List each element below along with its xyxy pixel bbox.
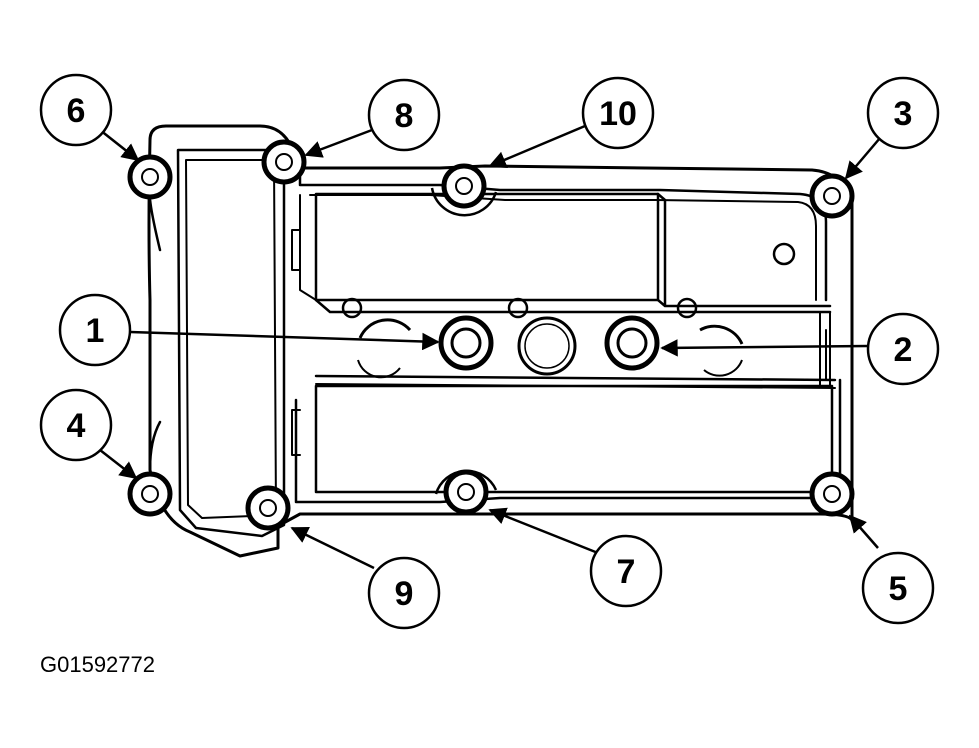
upper-chamber-right xyxy=(656,192,832,308)
arrow-1 xyxy=(129,330,440,351)
oil-fill-cap xyxy=(517,316,577,376)
gallery-top-line xyxy=(314,298,832,314)
spark-plug-wells xyxy=(357,316,744,379)
figure-id: G01592772 xyxy=(40,652,155,677)
plug-well-4 xyxy=(699,324,744,345)
arrow-7 xyxy=(488,507,599,555)
bolt-6 xyxy=(127,154,173,200)
upper-flange xyxy=(298,166,828,302)
arrow-6 xyxy=(99,129,140,162)
bolt-7 xyxy=(434,469,498,515)
callout-7: 7 xyxy=(589,534,663,608)
svg-text:2: 2 xyxy=(894,331,913,369)
arrow-2 xyxy=(660,339,869,357)
bolt-5 xyxy=(809,471,855,517)
stud-center xyxy=(507,297,529,319)
bolt-9 xyxy=(245,485,291,531)
cover-outer-outline xyxy=(147,124,854,558)
bolt-3 xyxy=(809,173,855,219)
stud-corner xyxy=(772,242,796,266)
callout-8: 8 xyxy=(367,78,441,152)
arrow-8 xyxy=(304,128,373,158)
small-studs xyxy=(341,242,796,319)
callout-9: 9 xyxy=(367,556,441,630)
arrow-9 xyxy=(290,526,375,570)
bolt-10 xyxy=(430,163,498,217)
lower-flange xyxy=(294,378,842,504)
bolt-1 xyxy=(438,315,494,371)
callout-3: 3 xyxy=(866,76,940,150)
callout-6: 6 xyxy=(39,73,113,147)
arrow-4 xyxy=(99,449,138,480)
svg-text:10: 10 xyxy=(599,95,637,133)
plug-well-1-inner xyxy=(357,359,401,379)
gallery-bottom-line xyxy=(314,374,837,382)
svg-text:7: 7 xyxy=(617,553,636,591)
svg-text:3: 3 xyxy=(894,95,913,133)
callout-10: 10 xyxy=(581,76,655,150)
lower-chamber-left-step xyxy=(291,409,301,456)
bolt-4 xyxy=(127,471,173,517)
callout-2: 2 xyxy=(866,312,940,386)
arrow-3 xyxy=(844,137,881,180)
callouts: 6 8 10 3 1 2 4 9 xyxy=(39,73,940,630)
plug-well-1 xyxy=(358,318,412,339)
svg-text:8: 8 xyxy=(395,97,414,135)
svg-text:6: 6 xyxy=(67,92,86,130)
upper-flange-inner xyxy=(309,194,817,301)
gallery-right-post xyxy=(819,311,831,386)
plug-well-4-inner xyxy=(703,359,743,377)
oil-fill-cap-inner xyxy=(524,323,570,369)
lower-cam-chamber xyxy=(314,384,834,494)
upper-cam-chamber xyxy=(314,192,660,302)
arrow-5 xyxy=(848,514,879,549)
svg-text:5: 5 xyxy=(889,570,908,608)
callout-5: 5 xyxy=(861,551,935,625)
bolt-2 xyxy=(604,315,660,371)
callout-4: 4 xyxy=(39,388,113,462)
arrow-10 xyxy=(488,124,586,168)
callout-1: 1 xyxy=(58,293,132,367)
svg-text:1: 1 xyxy=(86,312,105,350)
stud-right xyxy=(676,297,698,319)
stud-left xyxy=(341,297,363,319)
bolts xyxy=(127,139,855,531)
left-end-cap xyxy=(176,148,286,538)
bolt-8 xyxy=(261,139,307,185)
left-end-cap-inner xyxy=(185,159,277,519)
leader-arrows xyxy=(99,124,881,570)
svg-text:4: 4 xyxy=(67,407,86,445)
upper-chamber-left-step xyxy=(291,194,317,301)
left-edge-lower xyxy=(148,420,162,472)
svg-text:9: 9 xyxy=(395,575,414,613)
